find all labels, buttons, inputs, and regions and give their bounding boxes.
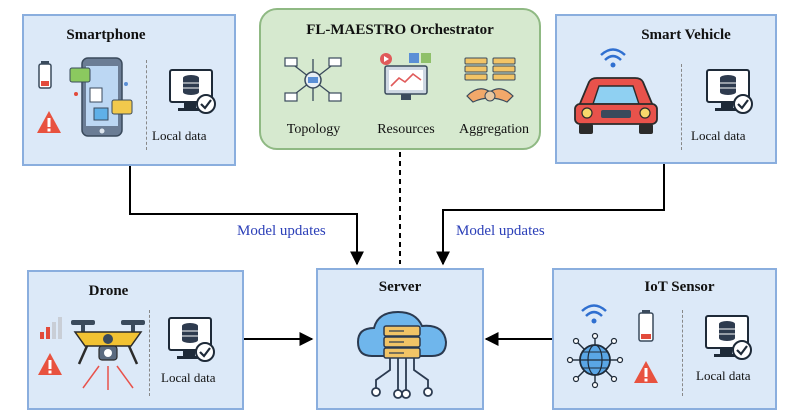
vehicle-divider [681,64,682,150]
orchestrator-title: FL-MAESTRO Orchestrator [306,22,494,38]
signal-bars-icon [40,317,62,339]
edge-label-left: Model updates [237,223,326,239]
edge-vehicle-to-server [436,164,665,266]
battery-low-icon [638,310,654,342]
warning-icon [38,353,62,375]
local-data-computer-icon [168,317,215,362]
edge-smartphone-to-server [129,166,364,266]
drone-node: Drone Local data [27,270,244,410]
orchestrator-box: FL-MAESTRO Orchestrator Topology Resourc… [259,8,541,150]
smartphone-local-data-label: Local data [152,128,207,143]
vehicle-title: Smart Vehicle [641,27,731,43]
wifi-icon [581,304,607,324]
warning-icon [634,361,658,383]
cloud-server-icon [356,310,448,399]
local-data-computer-icon [705,315,752,360]
vehicle-local-data-label: Local data [691,128,746,143]
drone-divider [149,310,150,396]
smartphone-icon [69,57,133,137]
local-data-computer-icon [706,69,753,114]
resources-monitor-icon [380,53,431,100]
drone-title: Drone [88,283,129,299]
edge-label-right: Model updates [456,223,545,239]
battery-low-icon [38,61,52,89]
orchestrator-item-aggregation: Aggregation [459,122,529,137]
drone-local-data-label: Local data [161,370,216,385]
globe-sensor-icon [566,332,624,389]
smartphone-divider [146,60,147,150]
local-data-computer-icon [169,69,216,114]
vehicle-node: Smart Vehicle Local data [555,14,777,164]
sensor-divider [682,310,683,396]
car-icon [574,77,658,134]
aggregation-handshake-icon [464,57,516,103]
drone-icon [71,320,145,390]
topology-network-icon [284,57,342,102]
sensor-title: IoT Sensor [644,279,715,295]
sensor-node: IoT Sensor [552,268,777,410]
smartphone-title: Smartphone [66,27,146,43]
smartphone-node: Smartphone Local data [22,14,236,166]
orchestrator-item-resources: Resources [377,122,435,137]
server-title: Server [378,279,422,295]
orchestrator-item-topology: Topology [286,122,341,137]
server-node: Server [316,268,484,410]
warning-icon [37,111,61,133]
sensor-local-data-label: Local data [696,368,751,383]
wifi-icon [600,48,626,68]
